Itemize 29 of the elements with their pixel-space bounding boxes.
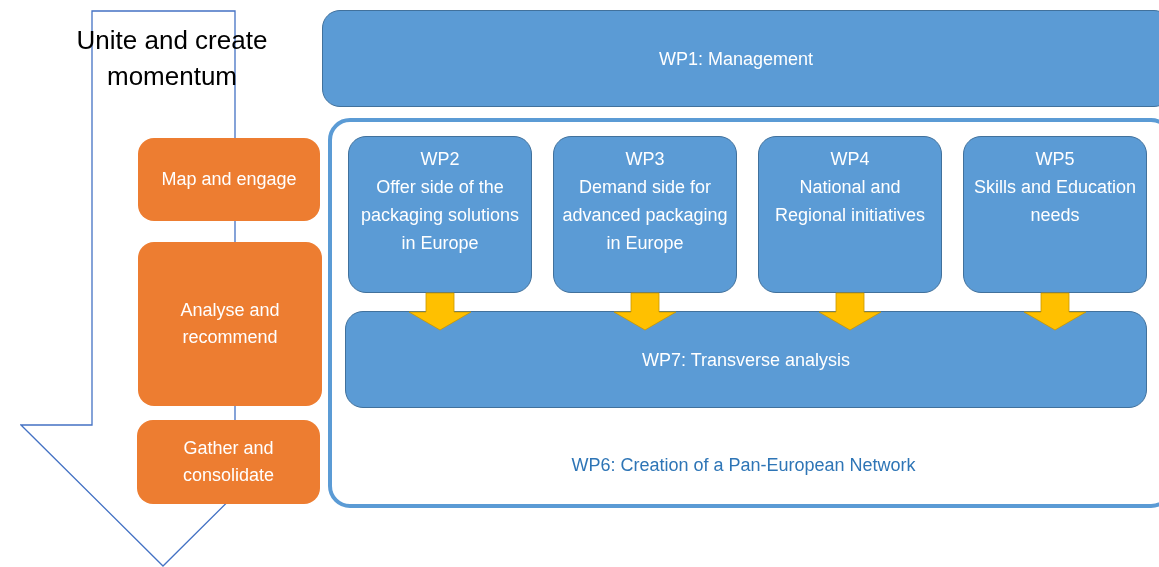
work-package-title: WP3 (625, 148, 665, 171)
work-package-band (345, 311, 1147, 408)
stage-label: Analyse and recommend (179, 299, 281, 349)
container-title: WP6: Creation of a Pan-European Network (570, 454, 917, 477)
work-package-title: WP4 (830, 148, 870, 171)
work-package-band (322, 10, 1159, 107)
stage-label: Map and engage (161, 168, 297, 191)
work-package-title: WP1: Management (658, 47, 814, 71)
block-arrow (613, 292, 677, 331)
network-container (328, 118, 1159, 508)
work-package-title: WP5 (1035, 148, 1075, 171)
work-package-title: WP2 (420, 148, 460, 171)
stage-box (138, 242, 322, 406)
arrow-title: Unite and create momentum (75, 24, 269, 93)
work-package-description: Demand side for advanced packaging in Europe (562, 176, 728, 255)
work-package-description: National and Regional initiatives (773, 176, 927, 227)
work-package-box (758, 136, 942, 293)
stage-box (137, 420, 320, 504)
block-arrow (1023, 292, 1087, 331)
work-package-box (963, 136, 1147, 293)
work-package-box (553, 136, 737, 293)
work-package-description: Offer side of the packaging solutions in Europe (359, 176, 521, 255)
block-arrow (818, 292, 882, 331)
work-package-title: WP7: Transverse analysis (641, 348, 851, 372)
work-package-description: Skills and Education needs (972, 176, 1138, 227)
stage-label: Gather and consolidate (181, 437, 276, 487)
block-arrow (408, 292, 472, 331)
work-package-box (348, 136, 532, 293)
stage-box (138, 138, 320, 221)
